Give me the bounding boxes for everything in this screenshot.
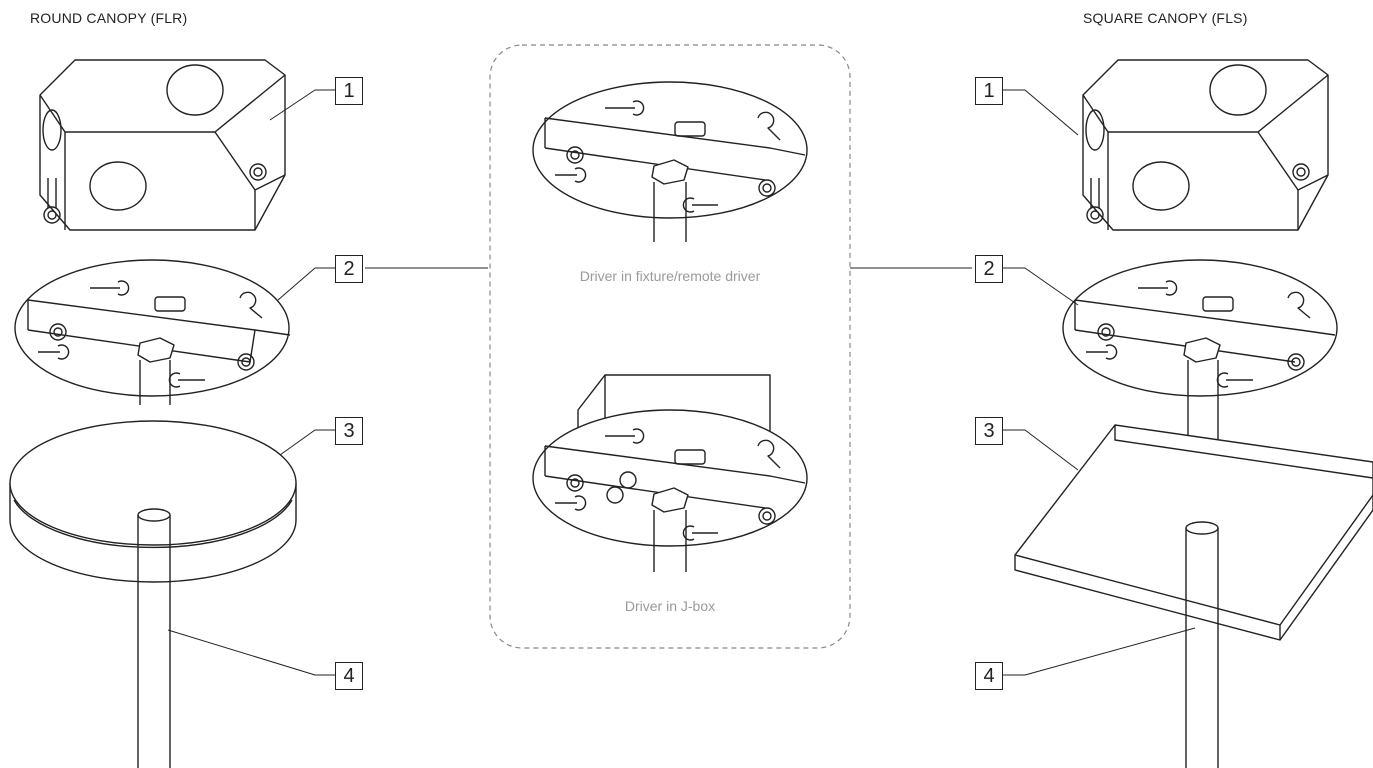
callout-2-right: 2	[975, 255, 1003, 283]
callout-3-left: 3	[335, 417, 363, 445]
mounting-plate-middle-bottom	[532, 374, 808, 572]
caption-jbox-driver: Driver in J-box	[624, 598, 716, 614]
mounting-plate-middle-top	[532, 81, 808, 242]
junction-box-left	[39, 59, 286, 231]
callout-1-left: 1	[335, 77, 363, 105]
square-canopy-title: SQUARE CANOPY (FLS)	[1083, 10, 1248, 26]
mounting-plate-left	[14, 259, 291, 397]
callout-3-right: 3	[975, 417, 1003, 445]
caption-remote-driver: Driver in fixture/remote driver	[579, 268, 761, 284]
callout-4-right: 4	[975, 662, 1003, 690]
mounting-plate-right	[1062, 259, 1338, 397]
callout-4-left: 4	[335, 662, 363, 690]
junction-box-right	[1082, 59, 1329, 231]
stem-right	[1185, 521, 1219, 768]
callout-1-right: 1	[975, 77, 1003, 105]
round-canopy-title: ROUND CANOPY (FLR)	[30, 10, 188, 26]
stem-left	[137, 508, 171, 768]
round-canopy	[9, 420, 297, 583]
callout-2-left: 2	[335, 255, 363, 283]
